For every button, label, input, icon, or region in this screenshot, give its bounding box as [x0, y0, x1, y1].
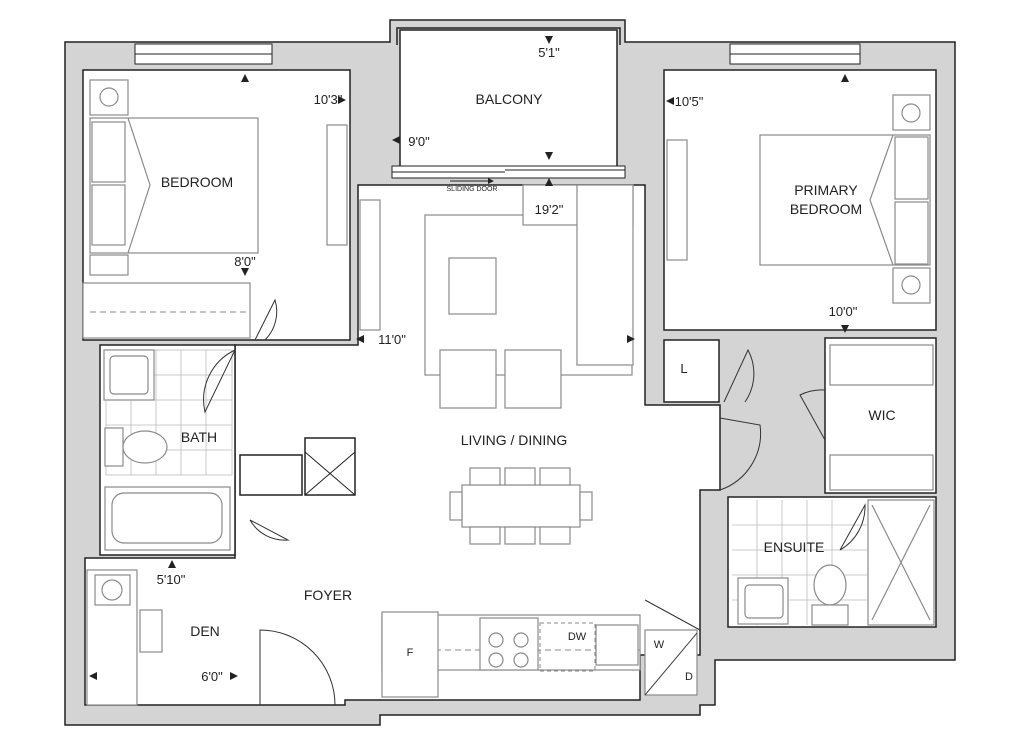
dim-bedroom-width: 10'3" [314, 92, 343, 107]
label-bath: BATH [181, 429, 217, 445]
dim-den-depth: 5'10" [157, 572, 186, 587]
sliding-door[interactable] [391, 165, 626, 184]
label-dishwasher: DW [568, 631, 587, 643]
balcony-area [399, 29, 618, 171]
dim-primary-width: 10'5" [675, 94, 704, 109]
label-balcony: BALCONY [476, 91, 544, 107]
wic-door[interactable] [799, 389, 826, 441]
label-washer: W [654, 639, 665, 651]
primary-closet-rod [666, 139, 688, 261]
dim-balcony-depth: 5'1" [538, 45, 560, 60]
dimension-arrows [89, 36, 849, 680]
primary-bed [759, 94, 931, 304]
living-wall-unit [359, 199, 381, 331]
label-ensuite: ENSUITE [764, 539, 825, 555]
wic-shelf-bottom [829, 454, 934, 491]
dim-living-width: 11'0" [378, 332, 406, 347]
dim-balcony-width: 9'0" [408, 134, 430, 149]
den-desk [86, 569, 163, 706]
bath-fixtures [103, 349, 233, 551]
dim-bedroom-depth: 8'0" [234, 254, 256, 269]
linen-closet [663, 339, 720, 403]
closet-door[interactable] [249, 519, 290, 541]
label-wic: WIC [868, 407, 895, 423]
shower-door[interactable] [839, 503, 866, 551]
closet-area [239, 454, 303, 496]
bath-door[interactable] [203, 349, 236, 414]
windows [134, 43, 861, 65]
label-sliding-door: SLIDING DOOR [447, 186, 498, 193]
dim-living-length: 19'2" [535, 202, 564, 217]
dim-den-width: 6'0" [201, 669, 223, 684]
bedroom-closet-rod [326, 124, 348, 246]
mechanical-area [304, 437, 356, 496]
bed [89, 79, 259, 276]
label-foyer: FOYER [304, 587, 352, 603]
entry-door[interactable] [259, 629, 336, 706]
label-den: DEN [190, 623, 220, 639]
dining-table [449, 467, 593, 545]
primary-door[interactable] [719, 417, 762, 491]
kitchen [381, 599, 701, 698]
wic-shelf-top [829, 344, 934, 386]
label-primary-bedroom-1: PRIMARY [794, 182, 858, 198]
label-living-dining: LIVING / DINING [461, 432, 568, 448]
bedroom-door[interactable] [254, 298, 278, 341]
bedroom-closet [82, 282, 251, 339]
label-bedroom: BEDROOM [161, 174, 233, 190]
linen-door[interactable] [723, 348, 755, 403]
label-dryer: D [685, 671, 693, 683]
label-fridge: F [407, 647, 414, 659]
label-primary-bedroom-2: BEDROOM [790, 201, 862, 217]
label-linen: L [680, 361, 687, 376]
ensuite-fixtures [732, 499, 935, 626]
sofa-set [424, 184, 634, 409]
dim-primary-depth: 10'0" [829, 304, 858, 319]
